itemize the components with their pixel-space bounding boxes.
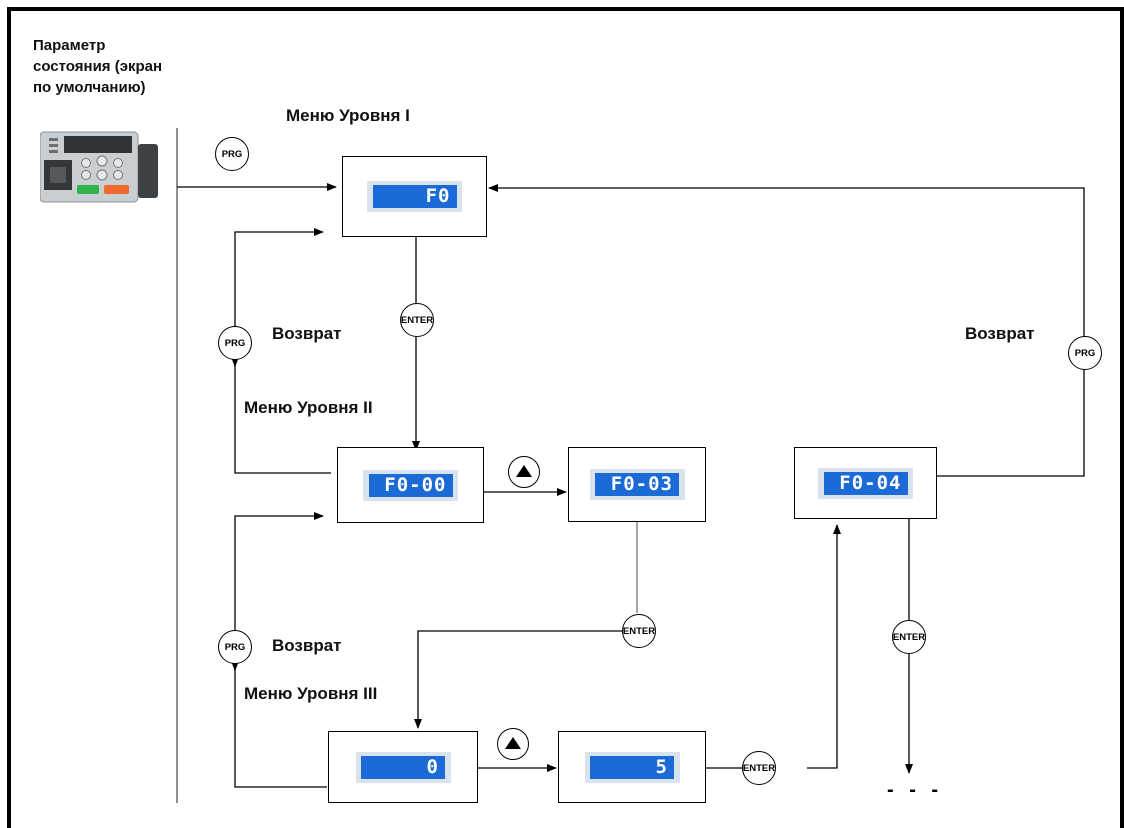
lcd-screen: 5 bbox=[585, 752, 680, 783]
lcd-readout: F0-00 bbox=[369, 474, 453, 497]
status-parameter-label: Параметр состояния (экран по умолчанию) bbox=[33, 35, 173, 98]
prg-key-lower-return: PRG bbox=[218, 630, 252, 664]
lcd-screen: F0-04 bbox=[818, 468, 913, 499]
return-label-right: Возврат bbox=[965, 324, 1035, 344]
lcd-screen: F0-03 bbox=[590, 469, 685, 500]
level-2-display-box-f0-00: F0-00 bbox=[337, 447, 484, 523]
lcd-screen: 0 bbox=[356, 752, 451, 783]
up-arrow-icon bbox=[505, 737, 521, 749]
level-1-display-box: F0 bbox=[342, 156, 487, 237]
keypad-panel-image bbox=[40, 130, 158, 205]
lcd-screen: F0-00 bbox=[363, 470, 458, 501]
lcd-screen: F0 bbox=[367, 181, 462, 212]
up-arrow-key-level-3 bbox=[497, 728, 529, 760]
enter-key-level-1: ENTER bbox=[400, 303, 434, 337]
menu-level-2-label: Меню Уровня II bbox=[244, 398, 373, 418]
lcd-readout: F0-03 bbox=[595, 473, 679, 496]
lcd-readout: F0-04 bbox=[824, 472, 908, 495]
level-3-display-box-0: 0 bbox=[328, 731, 478, 803]
lcd-readout: 0 bbox=[361, 756, 445, 779]
continuation-dots: - - - bbox=[887, 779, 943, 802]
level-2-display-box-f0-03: F0-03 bbox=[568, 447, 706, 522]
lcd-readout: 5 bbox=[590, 756, 674, 779]
prg-key-right-return: PRG bbox=[1068, 336, 1102, 370]
menu-level-3-label: Меню Уровня III bbox=[244, 684, 377, 704]
prg-key-top: PRG bbox=[215, 137, 249, 171]
up-arrow-key-level-2 bbox=[508, 456, 540, 488]
level-3-display-box-5: 5 bbox=[558, 731, 706, 803]
return-label-lower: Возврат bbox=[272, 636, 342, 656]
level-2-display-box-f0-04: F0-04 bbox=[794, 447, 937, 519]
prg-key-upper-return: PRG bbox=[218, 326, 252, 360]
enter-key-f0-03: ENTER bbox=[622, 614, 656, 648]
up-arrow-icon bbox=[516, 465, 532, 477]
lcd-readout: F0 bbox=[373, 185, 457, 208]
menu-level-1-label: Меню Уровня I bbox=[286, 106, 410, 126]
return-label-upper: Возврат bbox=[272, 324, 342, 344]
enter-key-level-3: ENTER bbox=[742, 751, 776, 785]
enter-key-f0-04: ENTER bbox=[892, 620, 926, 654]
